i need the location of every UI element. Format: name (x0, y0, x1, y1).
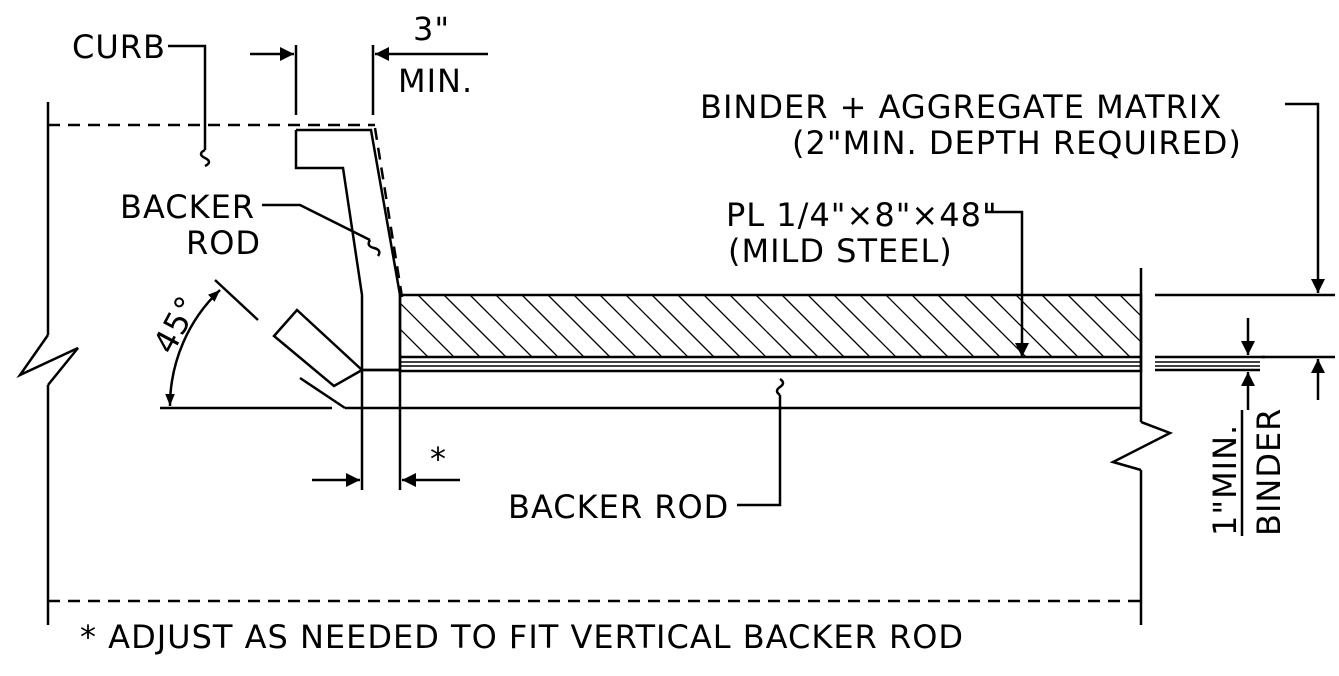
hatch-line (547, 295, 611, 357)
hatch-line (729, 295, 793, 357)
binder-layer (272, 293, 1143, 410)
hatch-line (469, 295, 533, 357)
matrix-label-line2: (2"MIN. DEPTH REQUIRED) (792, 124, 1242, 162)
matrix-label-line1: BINDER + AGGREGATE MATRIX (700, 88, 1222, 126)
hatch-line (677, 295, 741, 357)
hatch-line (807, 295, 871, 357)
hatch-line (963, 295, 1027, 357)
three-inch-label: 3" (413, 10, 450, 48)
plate-label-line1: PL 1/4"×8"×48" (726, 196, 998, 234)
curb-label: CURB (72, 28, 166, 66)
hatch-line (651, 295, 715, 357)
hatch-line (859, 295, 923, 357)
hatch-line (911, 295, 975, 357)
hatch-line (400, 328, 429, 357)
angle-dimension (160, 279, 332, 410)
hatch-line (781, 295, 845, 357)
aggregate-matrix-hatch (400, 295, 1260, 357)
hatch-line (755, 295, 819, 357)
backer-rod-label-line2: ROD (186, 224, 261, 262)
hatch-line (833, 295, 897, 357)
hatch-line (1093, 295, 1141, 343)
angle-label: 45° (146, 289, 208, 360)
hatch-line (1041, 295, 1105, 357)
section-boundary (16, 102, 1174, 625)
hatch-line (1067, 295, 1131, 357)
hatch-line (443, 295, 507, 357)
three-inch-dimension (250, 45, 488, 115)
hatch-line (400, 354, 403, 357)
plate-label-line2: (MILD STEEL) (728, 232, 953, 270)
hatch-line (495, 295, 559, 357)
hatch-line (703, 295, 767, 357)
backer-rod-lower-label: BACKER ROD (508, 488, 729, 526)
hatch-line (573, 295, 637, 357)
hatch-line (625, 295, 689, 357)
hatch-line (885, 295, 949, 357)
hatch-line (937, 295, 1001, 357)
hatch-line (521, 295, 585, 357)
hatch-line (400, 302, 455, 357)
curb-profile (294, 127, 404, 490)
binder-label: BINDER (1250, 408, 1288, 536)
footnote-text: * ADJUST AS NEEDED TO FIT VERTICAL BACKE… (80, 618, 964, 656)
min-label: MIN. (398, 62, 473, 100)
one-inch-min-label: 1"MIN. (1206, 424, 1244, 536)
annotations: CURB BACKER ROD 3" MIN. BINDER + AGGREGA… (72, 10, 1288, 656)
hatch-line (1119, 295, 1141, 317)
hatch-line (1146, 295, 1208, 357)
hatch-line (417, 295, 481, 357)
asterisk-label: * (430, 440, 447, 478)
leader-lines (168, 44, 1325, 507)
depth-dimensions (1155, 293, 1335, 536)
hatch-line (1198, 295, 1260, 357)
hatch-line (1015, 295, 1079, 357)
backer-rod-label-line1: BACKER (120, 188, 255, 226)
hatch-line (599, 295, 663, 357)
hatch-line (1172, 295, 1234, 357)
